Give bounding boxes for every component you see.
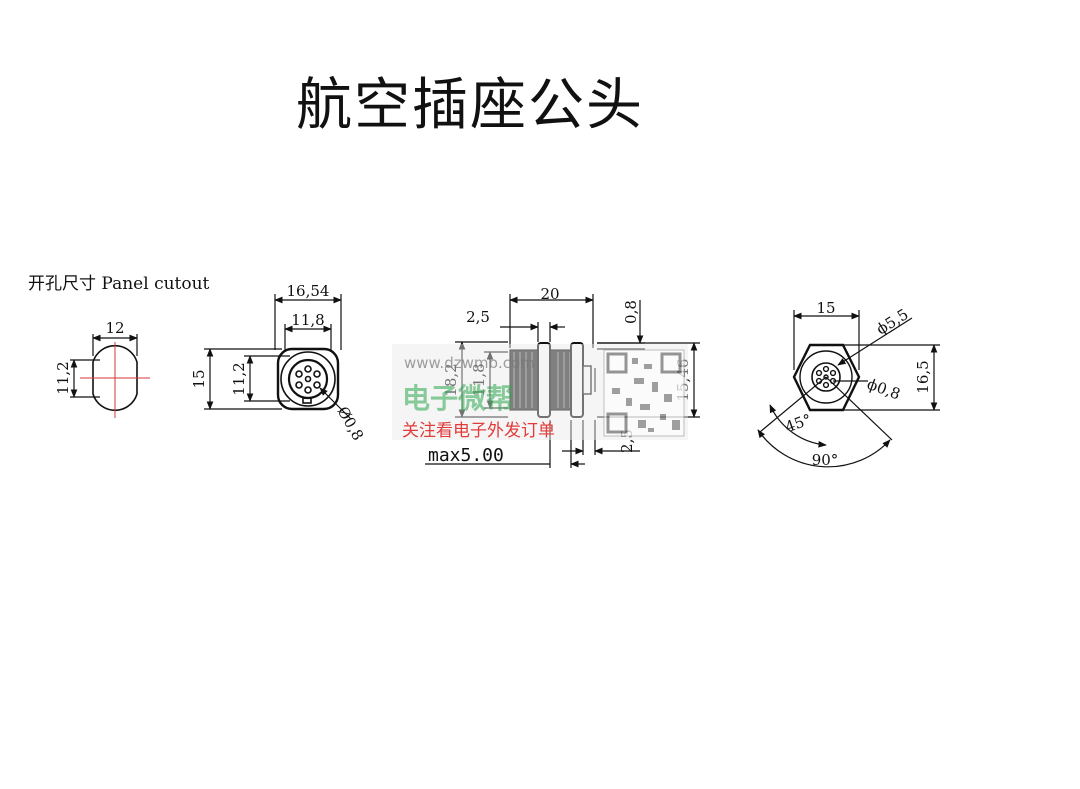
front-key [302,397,312,404]
rear-height-label: 16,5 [914,360,932,393]
side-top-gap-label: 0,8 [622,300,640,324]
rear-view [757,310,940,468]
pin-1 [304,365,312,373]
rear-body-circle [799,350,853,404]
front-outer-square [276,347,340,411]
cutout-width-label: 12 [105,319,124,337]
pin-5 [295,381,303,389]
side-view [425,294,700,468]
rear-pin-1 [822,365,830,373]
watermark-slogan: 关注看电子外发订单 [402,421,555,441]
page-title: 航空插座公头 [296,73,644,138]
pin-6 [295,370,303,378]
panel-cutout-view [70,334,150,418]
rear-insert-circle [811,362,841,392]
panel-cutout-label: 开孔尺寸 Panel cutout [28,274,210,294]
watermark-brand: 电子微帮 [402,382,514,415]
rear-angle-large-label: 90° [812,451,839,469]
pin-center [304,375,312,383]
front-view [204,294,351,419]
rear-pin-6 [815,369,823,377]
rear-width-label: 15 [816,299,835,317]
watermark-url: www.dzwmb.com [404,354,535,372]
side-thread-label: 18,2 [442,363,460,396]
rear-pin-4 [822,381,830,389]
side-nut-left [537,342,551,418]
pin-2 [313,370,321,378]
front-inner-width-label: 11,8 [291,311,324,329]
front-body-circle [280,351,336,407]
cutout-shape [92,344,138,412]
front-height-label: 15 [190,369,208,388]
front-outer-width-label: 16,54 [287,282,330,300]
pin-3 [313,381,321,389]
rear-angle-small-label: 45° [783,410,814,436]
side-inner-label: 11,8 [470,363,488,396]
side-max-label: max5.00 [428,445,504,466]
watermark: www.dzwmb.com 电子微帮 关注看电子外发订单 [392,344,688,441]
rear-pin-dia-label: ϕ0,8 [865,375,903,404]
side-length-label: 20 [540,285,559,303]
rear-pin-center [823,374,829,380]
pin-4 [304,386,312,394]
front-pin-dia-label: Ø0,8 [333,403,367,443]
front-inner-height-label: 11,2 [230,362,248,395]
qr-code-icon [603,349,685,437]
side-tail [582,365,592,395]
rear-pin-2 [829,369,837,377]
rear-dia-label: ϕ5,5 [873,305,911,338]
side-flange-label: 2,5 [466,308,490,326]
cutout-height-label: 11,2 [54,361,72,394]
